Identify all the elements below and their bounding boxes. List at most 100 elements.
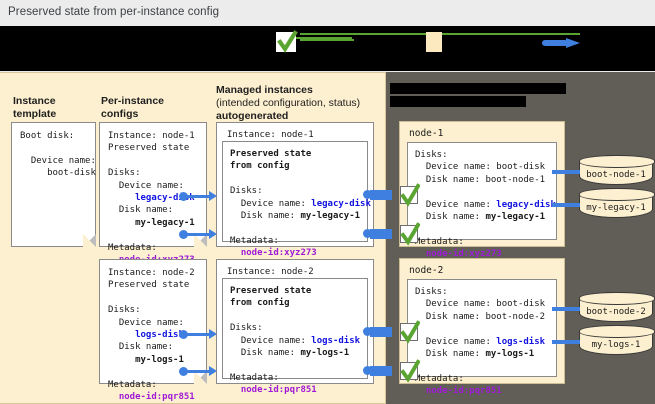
n1-extra-device-value: legacy-disk [496,199,556,210]
n1-disks-label: Disks: [415,150,448,160]
disk-label-boot-node-2: boot-node-2 [586,307,646,317]
managed-head-l2: (intended configuration, status) [216,97,361,109]
mi2-title: Instance: node-2 [227,267,314,277]
column-heading-managed-instances: Managed instances (intended configuratio… [216,84,360,123]
connector-line-pic2-meta [186,370,210,373]
legend-streak-3 [300,39,354,41]
n1-extra-disk-value: my-legacy-1 [485,212,546,223]
connector-stub-mi2-disk [370,327,392,337]
node-1-details: Disks: Device name: boot-disk Disk name:… [407,142,557,259]
disk-cylinder-boot-node-1: boot-node-1 [578,154,655,185]
mi1-meta-value: node-id:xyz273 [230,248,317,259]
per-instance-config-node-2: Instance: node-2 Preserved state Disks: … [99,259,207,402]
pic1-header: Instance: node-1 Preserved state [108,131,195,154]
n1-meta-label: Metadata: [415,236,464,247]
connector-dot-mi1-disk [363,190,372,199]
check-badge-node2-meta [400,359,420,383]
managed-instance-node-2-inner: Preserved state from config Disks: Devic… [222,278,368,395]
mi1-preserved: Preserved state from config [230,149,312,172]
pic2-header: Instance: node-2 Preserved state [108,268,195,291]
page-title: Preserved state from per-instance config [8,6,220,18]
disk-label-my-legacy-1: my-legacy-1 [586,203,646,213]
per-instance-head-l2: configs [101,108,139,120]
n2-extra-device-label: Device name: [415,336,497,347]
pic2-device-value: logs-disk [108,330,184,341]
right-panel-header-line-2 [390,96,526,107]
pic1-diskname-label: Disk name: [108,205,174,216]
pic2-diskname-label: Disk name: [108,342,174,353]
column-heading-instance-template: Instance template [13,95,56,121]
legend-row [276,30,586,53]
mi1-device-label: Device name: [230,198,312,209]
connector-line-pic2-disk [186,333,210,336]
instance-template-box: Boot disk: Device name: boot-disk [11,122,96,247]
disk-label-my-logs-1: my-logs-1 [591,340,641,350]
mi2-meta-label: Metadata: [230,372,279,383]
n1-extra-disk-label: Disk name: [415,212,486,223]
connector-stub-mi1-disk [370,190,392,200]
n1-boot-diskname: Disk name: boot-node-1 [415,174,546,185]
n2-extra-disk-label: Disk name: [415,349,486,360]
page-fold-inner-icon [194,371,207,384]
connector-arrow-pic2-disk [209,329,217,339]
pic2-disks-label: Disks: [108,305,141,316]
n2-disks-label: Disks: [415,287,448,297]
mi1-diskname-value: my-legacy-1 [300,211,361,222]
pic1-disks-label: Disks: [108,168,141,179]
mi2-meta-value: node-id:pqr851 [230,385,317,396]
connector-dot-pic1-meta [179,230,188,239]
n2-meta-value: node-id:pqr851 [415,386,502,397]
connector-line-pic1-disk [186,195,210,198]
n2-boot-diskname: Disk name: boot-node-2 [415,311,546,322]
pic2-diskname-value: my-logs-1 [108,354,184,365]
mi1-device-value: legacy-disk [311,198,371,209]
instance-template-text: Boot disk: Device name: boot-disk [20,131,96,179]
mi2-disks-label: Disks: [230,323,263,334]
connector-dot-mi1-meta [363,229,372,238]
cream-box-icon [426,32,442,52]
mi2-device-value: logs-disk [311,335,361,346]
instance-template-head-l2: template [13,108,57,120]
n2-extra-disk-value: my-logs-1 [485,349,535,360]
connector-stub-mi2-meta [370,366,392,376]
page-fold-inner-icon [194,234,207,247]
mi2-preserved: Preserved state from config [230,286,312,309]
disk-cylinder-my-legacy-1: my-legacy-1 [578,187,655,218]
connector-dot-pic2-meta [179,367,188,376]
connector-node1-disk-a [552,170,580,174]
connector-dot-mi2-meta [363,366,372,375]
pic1-diskname-value: my-legacy-1 [108,217,195,228]
disk-label-boot-node-1: boot-node-1 [586,170,646,180]
pic1-blank2 [108,230,113,240]
per-instance-head-l1: Per-instance [101,95,165,107]
pic2-blank2 [108,367,113,377]
node-2-label: node-2 [409,265,444,276]
n1-meta-value: node-id:xyz273 [415,249,502,260]
n2-extra-device-value: logs-disk [496,336,546,347]
per-instance-config-node-1: Instance: node-1 Preserved state Disks: … [99,122,207,265]
n2-meta-label: Metadata: [415,373,464,384]
connector-stub-mi1-meta [370,229,392,239]
pic2-device-label: Device name: [108,317,184,328]
pic2-meta-label: Metadata: [108,379,157,390]
mi1-title: Instance: node-1 [227,130,314,140]
disk-cylinder-boot-node-2: boot-node-2 [578,291,655,322]
n1-boot-device: Device name: boot-disk [415,162,546,173]
managed-head-l1: Managed instances [216,84,313,96]
green-check-icon [276,30,298,53]
mi2-blank [230,311,235,321]
page-fold-inner-icon [83,234,96,247]
connector-dot-mi2-disk [363,327,372,336]
mi1-meta-label: Metadata: [230,235,279,246]
node-1-label: node-1 [409,128,444,139]
mi2-device-label: Device name: [230,335,312,346]
connector-node2-disk-a [552,307,580,311]
connector-dot-pic2-disk [179,330,188,339]
pic2-meta-value: node-id:pqr851 [108,392,195,403]
mi1-disks-label: Disks: [230,186,263,197]
pic1-blank [108,156,113,166]
check-badge-node1-meta [400,222,420,246]
connector-node1-disk-b [552,203,580,207]
n1-extra-device-label: Device name: [415,199,497,210]
